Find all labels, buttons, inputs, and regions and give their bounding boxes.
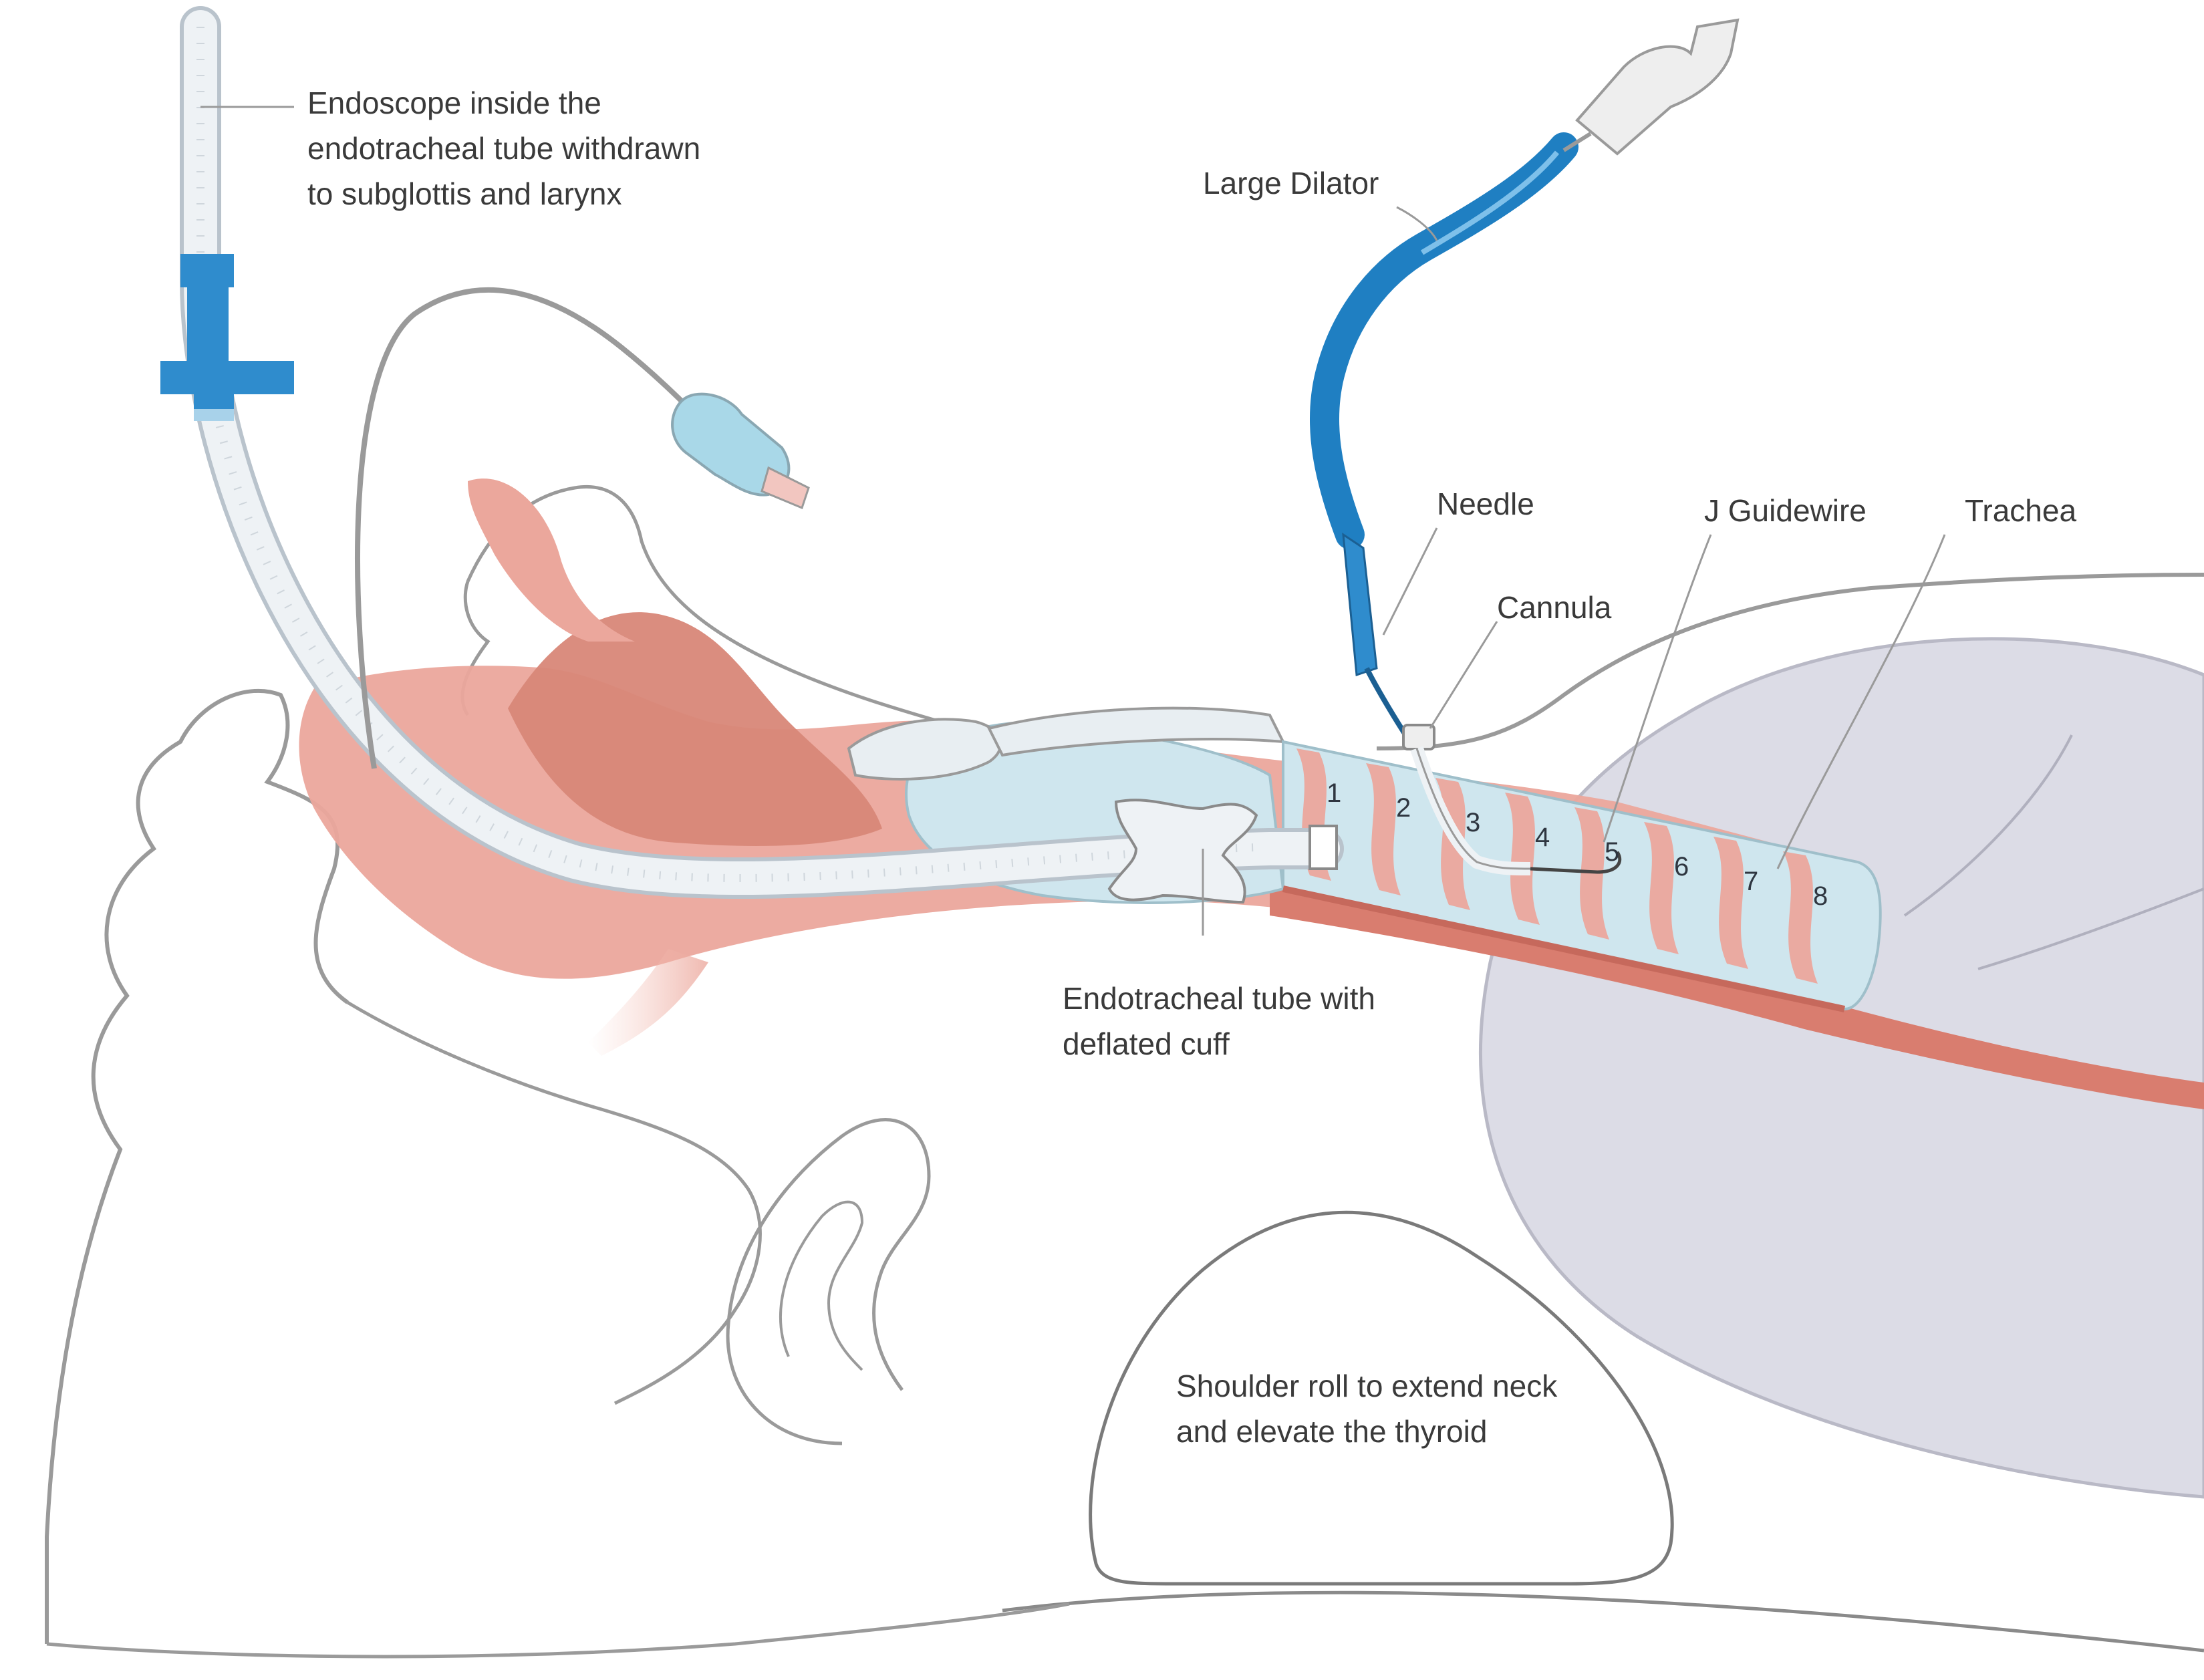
tube-connector xyxy=(194,391,234,411)
tracheal-ring xyxy=(1783,851,1818,984)
tracheal-ring-number: 6 xyxy=(1674,852,1689,881)
tracheal-ring xyxy=(1644,822,1679,954)
endoscope-label-line: endotracheal tube withdrawn xyxy=(307,131,700,166)
tracheal-ring-number: 4 xyxy=(1535,823,1550,852)
trachea-posterior-wall xyxy=(1282,885,1846,1012)
large-dilator-label: Large Dilator xyxy=(1203,166,1379,200)
endotracheal-tube-label-line: Endotracheal tube with xyxy=(1063,981,1375,1016)
shoulder-roll xyxy=(1089,1210,1674,1586)
shoulder-roll-label-line: Shoulder roll to extend neck xyxy=(1176,1369,1558,1403)
syringe-tip xyxy=(1562,132,1592,152)
needle-label: Needle xyxy=(1437,486,1534,521)
tracheal-ring xyxy=(1713,837,1748,969)
leader-lines xyxy=(200,106,1946,936)
bed-line xyxy=(1002,1590,2204,1653)
tube-tip xyxy=(1308,825,1338,870)
face-profile xyxy=(45,688,349,1644)
tracheal-ring-number: 8 xyxy=(1813,881,1828,911)
endoscope-label: Endoscope inside the endotracheal tube w… xyxy=(307,86,709,211)
shoulder-roll-label: Shoulder roll to extend neck and elevate… xyxy=(1176,1369,1566,1449)
deflated-cuff xyxy=(1107,799,1258,904)
pilot-line xyxy=(355,287,697,769)
tube-connector-band xyxy=(194,409,234,421)
pillow-crease xyxy=(1977,887,2204,970)
cannula-hub xyxy=(1402,724,1435,750)
ear xyxy=(726,1118,931,1445)
tracheal-ring-number: 3 xyxy=(1466,808,1480,837)
palate xyxy=(468,478,635,642)
endoscope-label-line: Endoscope inside the xyxy=(307,86,601,120)
tracheal-ring-number: 5 xyxy=(1605,837,1619,867)
syringe xyxy=(1575,18,1740,156)
trachea-label: Trachea xyxy=(1965,493,2076,528)
neck-outline xyxy=(1376,573,2204,750)
pillow-crease xyxy=(1903,734,2073,917)
tracheal-ring-number: 2 xyxy=(1396,793,1411,823)
cannula xyxy=(1415,748,1531,870)
throat-glow xyxy=(588,949,708,1056)
j-guidewire xyxy=(1530,851,1622,874)
endotracheal-tube-label-line: deflated cuff xyxy=(1063,1026,1230,1061)
shoulder-roll-label-line: and elevate the thyroid xyxy=(1176,1414,1487,1449)
tube-connector-flange xyxy=(160,361,294,394)
j-guidewire-label: J Guidewire xyxy=(1704,493,1867,528)
cannula-label: Cannula xyxy=(1497,590,1612,625)
tongue xyxy=(508,612,882,846)
ring-number-labels: 1 2 3 4 5 6 7 8 xyxy=(1327,779,1828,911)
chin-jaw xyxy=(346,1000,762,1405)
tracheal-ring xyxy=(1366,763,1401,895)
endoscope-label-line: to subglottis and larynx xyxy=(307,176,622,211)
needle-hub xyxy=(1342,533,1378,677)
tracheal-ring xyxy=(1505,793,1540,925)
tracheal-ring-number: 1 xyxy=(1327,779,1341,808)
large-dilator xyxy=(1310,132,1578,549)
ear-inner xyxy=(779,1200,864,1371)
forehead xyxy=(466,485,1003,744)
large-dilator-highlight xyxy=(1420,150,1560,255)
endotracheal-tube xyxy=(184,10,1340,895)
endotracheal-tube-label: Endotracheal tube with deflated cuff xyxy=(1063,981,1384,1061)
head-arc xyxy=(46,1602,1070,1659)
tube-connector xyxy=(180,254,234,287)
tracheal-ring-number: 7 xyxy=(1744,867,1758,896)
pilot-valve xyxy=(761,466,810,510)
